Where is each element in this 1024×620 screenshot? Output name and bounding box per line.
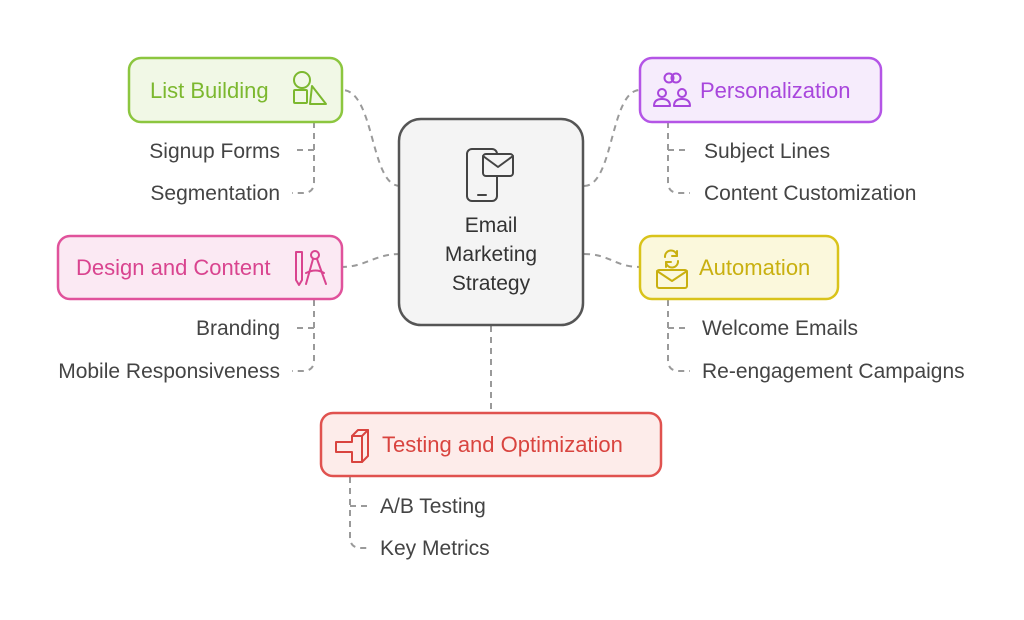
branch-personalization: Personalization Subject Lines Content Cu…: [638, 56, 916, 205]
design-tools-icon: [295, 250, 327, 286]
design-content-title: Design and Content: [76, 255, 270, 280]
testing-title: Testing and Optimization: [382, 432, 623, 457]
personalization-box: [638, 56, 883, 124]
list-building-item-1: Signup Forms: [149, 140, 280, 163]
people-icon: [653, 72, 691, 107]
automation-title: Automation: [699, 255, 810, 280]
connector-design-items: [292, 300, 315, 372]
connector-center-automation: [583, 253, 641, 268]
personalization-item-2: Content Customization: [704, 182, 916, 205]
connector-center-personalization: [583, 89, 641, 187]
growth-arrow-icon: [335, 429, 369, 463]
connector-personalization-items: [667, 122, 690, 194]
envelope-refresh-icon: [656, 249, 688, 289]
connector-center-design: [341, 253, 401, 268]
branch-design-content: Design and Content Branding Mobile Respo…: [56, 234, 344, 383]
center-label-line-1: Email: [465, 214, 518, 237]
list-building-title: List Building: [150, 78, 269, 103]
design-content-box: [56, 234, 344, 301]
mobile-email-icon: [466, 148, 514, 202]
branch-list-building: List Building Signup Forms Segmentation: [127, 56, 344, 205]
center-label-line-3: Strategy: [452, 272, 531, 295]
testing-item-1: A/B Testing: [380, 495, 486, 518]
design-content-item-1: Branding: [196, 317, 280, 340]
list-building-item-2: Segmentation: [150, 182, 280, 205]
list-building-box: [127, 56, 344, 124]
automation-item-1: Welcome Emails: [702, 317, 858, 340]
shapes-icon: [293, 71, 327, 105]
automation-box: [638, 234, 840, 301]
branch-testing: Testing and Optimization A/B Testing Key…: [319, 411, 663, 560]
connectors: [292, 89, 690, 549]
automation-item-2: Re-engagement Campaigns: [702, 360, 965, 383]
testing-item-2: Key Metrics: [380, 537, 490, 560]
personalization-title: Personalization: [700, 78, 850, 103]
center-label-line-2: Marketing: [445, 243, 537, 266]
branch-automation: Automation Welcome Emails Re-engagement …: [638, 234, 965, 383]
connector-list-building-items: [292, 122, 315, 194]
testing-box: [319, 411, 663, 478]
connector-testing-items: [349, 477, 370, 549]
connector-center-list-building: [341, 89, 401, 187]
design-content-item-2: Mobile Responsiveness: [58, 360, 280, 383]
connector-automation-items: [667, 300, 690, 372]
center-node: Email Marketing Strategy: [397, 117, 585, 327]
personalization-item-1: Subject Lines: [704, 140, 830, 163]
center-node-box: [397, 117, 585, 327]
